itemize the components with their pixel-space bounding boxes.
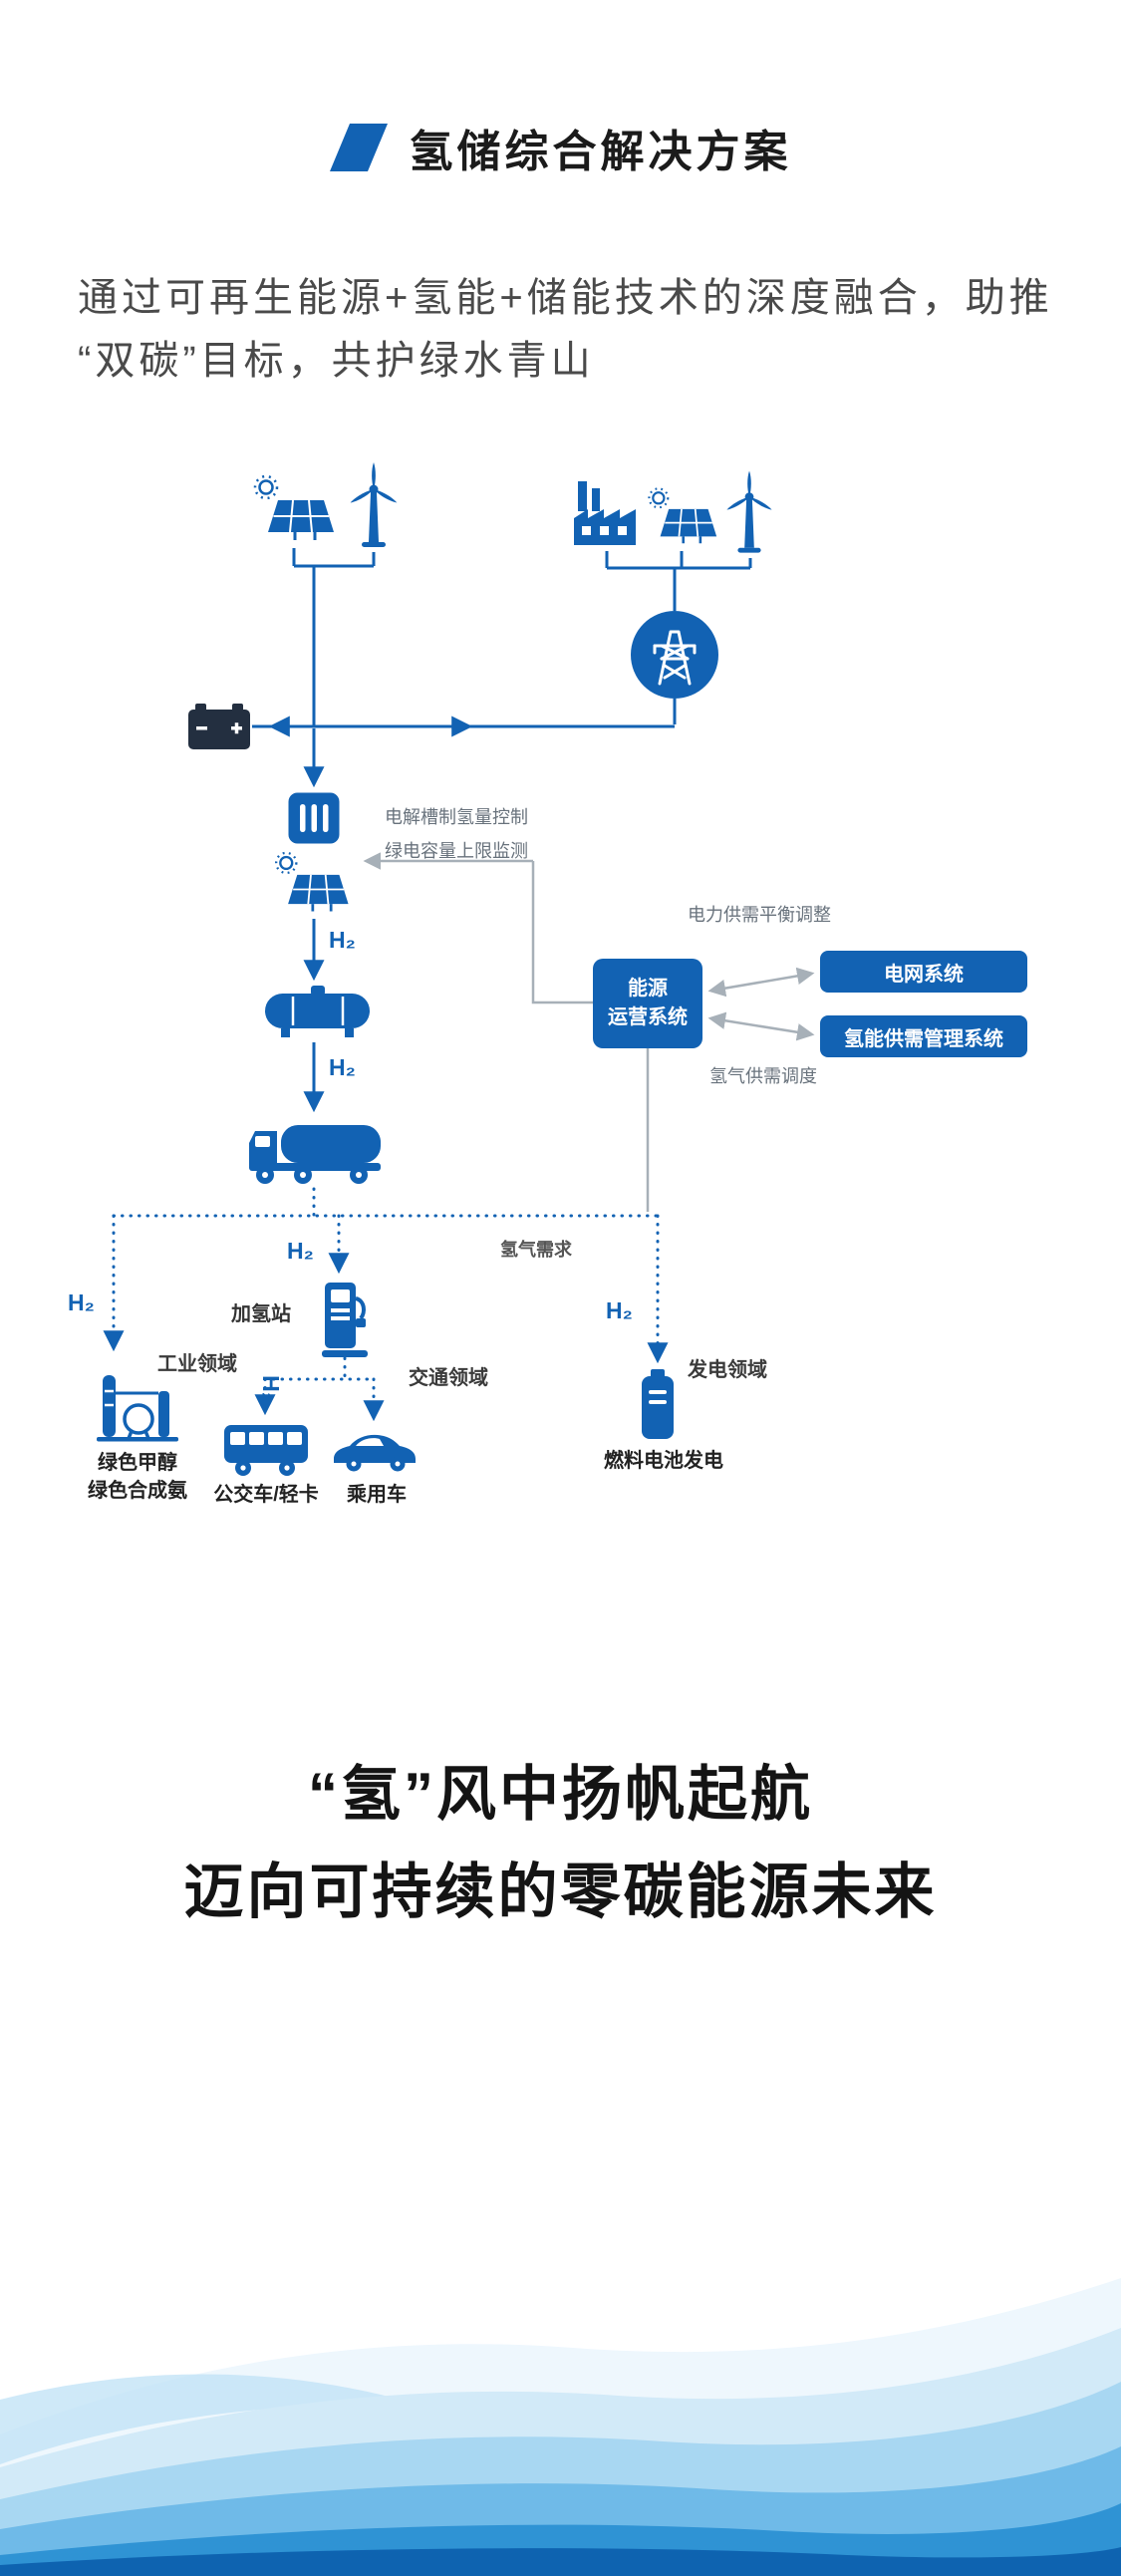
power-grid-tower-icon — [631, 611, 718, 699]
label-electrolyzer-control: 电解槽制氢量控制 — [385, 807, 528, 827]
h2-label: H₂ — [606, 1297, 633, 1323]
h2-label: H₂ — [329, 927, 356, 953]
electrolyzer-icon — [287, 791, 341, 845]
battery-storage-icon — [186, 702, 252, 751]
industry-products-label: 绿色甲醇 绿色合成氨 — [68, 1449, 207, 1505]
energy-ops-line2: 运营系统 — [608, 1006, 688, 1028]
energy-operation-system-box: 能源 运营系统 — [593, 959, 702, 1048]
wind-turbine-icon — [345, 462, 403, 550]
h2-label: H₂ — [329, 1054, 356, 1080]
fuel-cell-icon — [640, 1369, 676, 1441]
bus-icon — [224, 1423, 308, 1477]
page-title: 氢储综合解决方案 — [409, 128, 792, 176]
h2-label: H₂ — [257, 1375, 284, 1402]
hydrogen-tank-icon — [265, 986, 370, 1037]
chemical-plant-icon — [95, 1371, 180, 1445]
ocean-wave-graphic — [0, 2278, 1121, 2576]
label-bus-truck: 公交车/轻卡 — [213, 1484, 319, 1506]
slogan-line-1: “氢”风中扬帆起航 — [308, 1761, 813, 1828]
label-industry-field: 工业领域 — [157, 1353, 237, 1375]
label-transport-field: 交通领域 — [409, 1367, 488, 1389]
h2-label: H₂ — [287, 1238, 314, 1264]
label-h2-dispatch: 氢气供需调度 — [709, 1066, 817, 1086]
label-refueling-station: 加氢站 — [231, 1303, 291, 1325]
label-power-balance: 电力供需平衡调整 — [688, 905, 831, 925]
diagram-connectors — [103, 548, 815, 1422]
label-passenger-car: 乘用车 — [347, 1484, 407, 1506]
h2-label: H₂ — [68, 1289, 95, 1315]
hydrogen-flow-diagram: 电解槽制氢量控制 绿电容量上限监测 电力供需平衡调整 氢气供需调度 氢气需求 H… — [0, 454, 1121, 1531]
pv-panel-icon — [269, 851, 353, 917]
label-green-methanol: 绿色甲醇 — [98, 1452, 177, 1474]
solar-panel-icon — [646, 486, 717, 549]
hydrogen-dispenser-icon — [322, 1281, 368, 1358]
label-h2-demand: 氢气需求 — [500, 1240, 572, 1260]
intro-line-2: “双碳”目标，共护绿水青山 — [78, 339, 595, 383]
solar-panel-icon — [251, 474, 335, 546]
label-fuel-cell-power: 燃料电池发电 — [604, 1450, 723, 1472]
car-icon — [330, 1427, 420, 1473]
intro-line-1: 通过可再生能源+氢能+储能技术的深度融合，助推 — [78, 276, 1053, 320]
intro-paragraph: 通过可再生能源+氢能+储能技术的深度融合，助推 “双碳”目标，共护绿水青山 — [78, 267, 1084, 393]
hydrogen-supply-mgmt-box: 氢能供需管理系统 — [820, 1015, 1027, 1057]
wind-turbine-icon — [721, 470, 777, 556]
slogan: “氢”风中扬帆起航 迈向可持续的零碳能源未来 — [0, 1746, 1121, 1941]
energy-ops-line1: 能源 — [628, 978, 668, 1000]
factory-icon — [570, 478, 642, 549]
label-green-ammonia: 绿色合成氨 — [88, 1480, 187, 1502]
grid-system-box: 电网系统 — [820, 951, 1027, 993]
tanker-truck-icon — [245, 1117, 385, 1185]
label-green-power-monitor: 绿电容量上限监测 — [385, 841, 528, 861]
page-header: 氢储综合解决方案 — [0, 116, 1121, 179]
slogan-line-2: 迈向可持续的零碳能源未来 — [183, 1859, 938, 1925]
label-power-field: 发电领域 — [688, 1359, 767, 1381]
title-flag-icon — [329, 123, 388, 172]
